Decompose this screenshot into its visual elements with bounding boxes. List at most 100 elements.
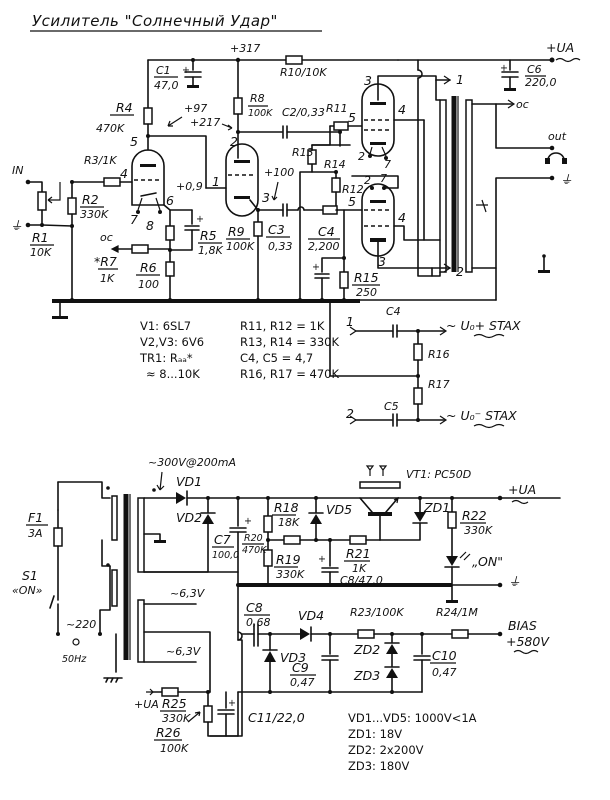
resistor-r5 (165, 225, 175, 241)
tube-v3 (361, 83, 395, 160)
heater-1-label: ~6,3V (170, 587, 206, 600)
r19-value: 330K (276, 568, 305, 581)
svg-text:+: + (500, 63, 508, 74)
tube-v1 (131, 149, 165, 214)
v1-pin-cathode: 6 (166, 193, 174, 208)
r6-label: R6 (140, 260, 157, 275)
c1-label: C1 (156, 64, 171, 77)
parts-list-item: V2,V3: 6V6 (140, 335, 204, 349)
svg-text:+: + (196, 214, 204, 225)
r5-label: R5 (200, 228, 217, 243)
c9-value: 0,47 (290, 676, 315, 689)
arrow-v2-anode (221, 123, 233, 131)
transformer-tap-2: 2 (456, 264, 464, 279)
v3-pin-heater-b: 7 (384, 158, 391, 171)
stax-input-1: 1 (346, 314, 354, 329)
r1-label: R1 (32, 230, 49, 245)
feedback-oc-label: oc (100, 231, 113, 244)
v2-pin-grid: 1 (212, 174, 220, 189)
resistor-r21 (349, 535, 367, 545)
v4-pin-cathode: 3 (378, 254, 386, 269)
r15-value: 250 (356, 286, 377, 299)
psu-note: VD1...VD5: 1000V<1A (348, 711, 477, 725)
led-on-indicator (444, 551, 471, 585)
resistor-r16 (413, 343, 423, 361)
c10-value: 0,47 (432, 666, 457, 679)
voltage-v2-anode: +217 (190, 116, 220, 129)
diode-vd5 (308, 497, 324, 541)
mains-voltage: ~220 (66, 618, 96, 631)
c10-label: C10 (432, 648, 457, 663)
values-list: R11, R12 = 1K R13, R14 = 330K C4, C5 = 4… (240, 319, 339, 381)
c9-label: C9 (292, 660, 309, 675)
r4-label: R4 (116, 100, 133, 115)
c1-plus: + (182, 65, 190, 76)
c1-value: 47,0 (154, 79, 179, 92)
r18-value: 18K (278, 516, 300, 529)
heater-2-label: ~6,3V (166, 645, 202, 658)
r9-value: 100K (226, 240, 255, 253)
r1-value: 10K (30, 246, 52, 259)
stax-r17-label: R17 (428, 378, 450, 391)
arrow-v1-anode (167, 116, 183, 127)
stax-out-plus: ~ U₀+ STAX (446, 318, 521, 333)
v4-pin-heater-b: 7 (380, 172, 387, 185)
diode-vd3 (262, 633, 278, 693)
stax-c5-label: C5 (384, 400, 399, 413)
values-list-item: R11, R12 = 1K (240, 319, 325, 333)
zener-zd1 (379, 497, 428, 541)
c4-label: C4 (318, 224, 335, 239)
r20-label: R20 (244, 533, 263, 544)
resistor-r9 (253, 221, 263, 237)
resistor-r18 (263, 515, 273, 533)
v3-pin-g1: 5 (348, 110, 356, 125)
transformer-tap-1: 1 (456, 72, 464, 87)
c3-label: C3 (268, 222, 285, 237)
vd5-label: VD5 (326, 502, 352, 517)
r13-label: R13 (292, 146, 314, 159)
stax-out-minus: ~ U₀⁻ STAX (446, 408, 517, 423)
c8-label: C8 (246, 600, 263, 615)
r26-label: R26 (156, 725, 181, 740)
f1-value: 3A (28, 527, 43, 540)
b-plus-rail (147, 57, 555, 63)
values-list-item: R16, R17 = 470K (240, 367, 339, 381)
zener-zd3 (384, 666, 400, 693)
r2-label: R2 (82, 192, 99, 207)
tube-v4 (361, 183, 395, 257)
zd3-label: ZD3 (353, 668, 380, 683)
s1-label[interactable]: S1 (22, 568, 38, 583)
resistor-r6 (165, 261, 175, 277)
svg-text:+: + (318, 554, 326, 565)
r2-value: 330K (80, 208, 109, 221)
r21-value: 1K (352, 562, 367, 575)
s1-value[interactable]: «ON» (12, 584, 43, 597)
r21-label: R21 (346, 546, 371, 561)
stax-c4-label: C4 (386, 305, 401, 318)
potentiometer-r1[interactable] (25, 179, 73, 228)
v1-pin-anode: 5 (130, 134, 138, 149)
bias-label: BIAS (508, 618, 537, 633)
v4-pin-g1: 5 (348, 194, 356, 209)
v4-pin-heater-a: 2 (364, 174, 371, 187)
vd1-label: VD1 (176, 474, 202, 489)
c3-value: 0,33 (268, 240, 293, 253)
vt1-label: VT1: PC50D (406, 468, 471, 481)
psu-ground-output: ⏚ (508, 574, 521, 589)
headphones-icon (545, 152, 567, 164)
r4-value: 470K (96, 122, 125, 135)
r20-value: 470K (242, 545, 267, 556)
parts-list-item: ≈ 8...10K (146, 367, 200, 381)
led-on-label: „ON" (472, 554, 503, 569)
r8-label: R8 (250, 92, 265, 105)
resistor-r4 (143, 107, 153, 125)
resistor-r15 (339, 271, 349, 289)
potentiometer-r26[interactable] (203, 705, 213, 723)
stax-r16-label: R16 (428, 348, 450, 361)
feedback-oc-out-label: oc (516, 98, 529, 111)
resistor-r20 (283, 535, 301, 545)
c2-label: C2/0,33 (282, 106, 325, 119)
diode-vd4 (300, 626, 312, 642)
bias-voltage: +580V (506, 634, 550, 649)
v3-pin-g2: 4 (398, 102, 406, 117)
